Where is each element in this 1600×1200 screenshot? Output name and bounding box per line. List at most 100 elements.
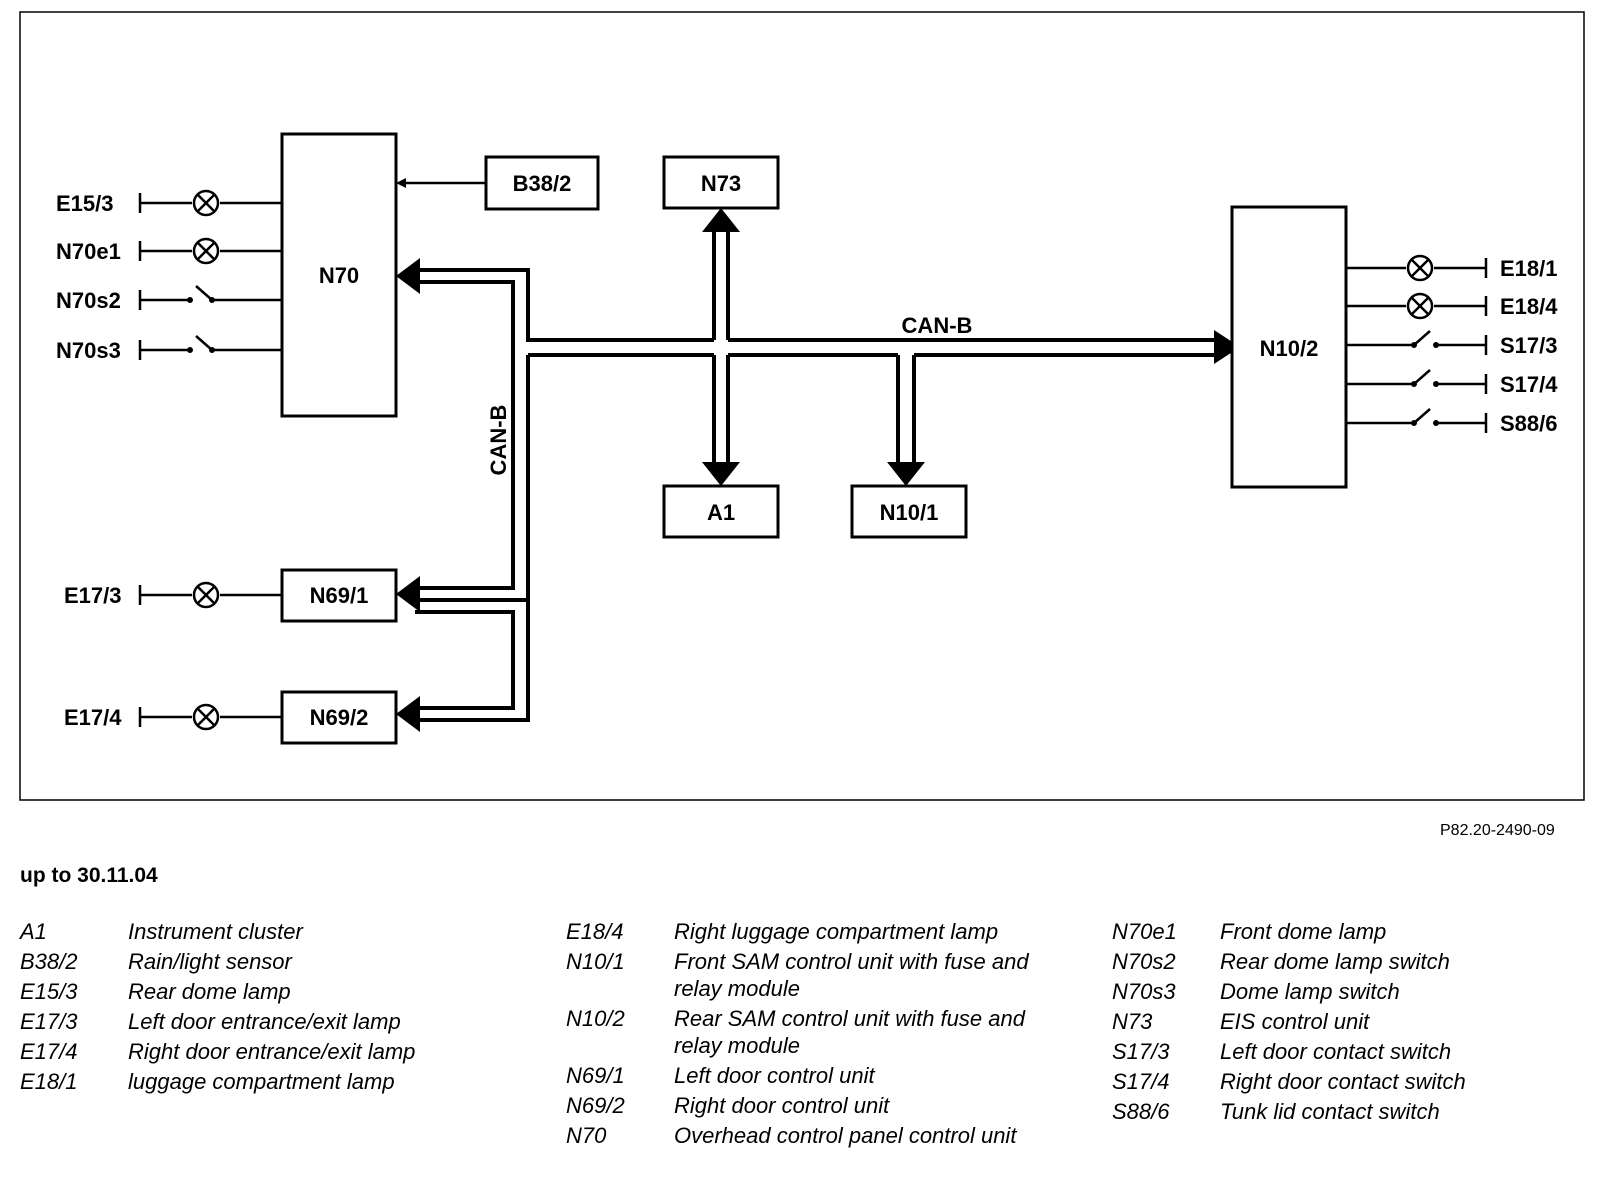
switch-icon — [187, 347, 193, 353]
can-b-bus — [415, 232, 1218, 722]
legend-desc: Right door control unit — [674, 1093, 890, 1118]
n73-box — [662, 155, 780, 210]
figure-reference: P82.20-2490-09 — [1440, 822, 1555, 839]
terminal-n70s3: N70s3 — [56, 338, 121, 363]
legend-desc: Rear SAM control unit with fuse and rela… — [674, 1006, 1025, 1058]
legend-item: S17/4 Right door contact switch — [1112, 1068, 1580, 1095]
can-b-vertical-label: CAN-B — [486, 405, 511, 476]
legend-item: N69/1 Left door control unit — [566, 1062, 1034, 1089]
a1-label: A1 — [707, 500, 735, 525]
legend-item: N10/2 Rear SAM control unit with fuse and… — [566, 1005, 1034, 1059]
lamp-icon — [1406, 292, 1434, 320]
legend-desc: Front SAM control unit with fuse and rel… — [674, 949, 1029, 1001]
n73-label: N73 — [701, 171, 741, 196]
switch-icon — [187, 297, 193, 303]
legend-code: N69/1 — [566, 1063, 625, 1088]
bus-arrows — [396, 178, 1240, 732]
can-b-horizontal-label: CAN-B — [902, 313, 973, 338]
legend-code: N70s2 — [1112, 949, 1176, 974]
terminal-e17-3: E17/3 — [64, 583, 122, 608]
n69-2-label: N69/2 — [310, 705, 369, 730]
legend-code: S17/4 — [1112, 1069, 1170, 1094]
lamp-icon — [192, 189, 220, 217]
legend-desc: Left door contact switch — [1220, 1039, 1452, 1064]
legend-code: B38/2 — [20, 949, 78, 974]
legend-desc: Right luggage compartment lamp — [674, 919, 999, 944]
b38-2-label: B38/2 — [513, 171, 572, 196]
lamp-icons-left — [192, 189, 220, 731]
n10-1-label: N10/1 — [880, 500, 939, 525]
lamp-icon — [1406, 254, 1434, 282]
legend-desc: Tunk lid contact switch — [1220, 1099, 1440, 1124]
terminal-s17-3: S17/3 — [1500, 333, 1558, 358]
n70-label: N70 — [319, 263, 359, 288]
legend-item: E17/4 Right door entrance/exit lamp — [20, 1038, 488, 1065]
legend-item: N69/2 Right door control unit — [566, 1092, 1034, 1119]
legend-code: N70e1 — [1112, 919, 1177, 944]
legend-item: N73 EIS control unit — [1112, 1008, 1580, 1035]
terminal-n70s2: N70s2 — [56, 288, 121, 313]
switch-contacts-right — [1411, 342, 1439, 426]
legend-desc: Rear dome lamp — [128, 979, 291, 1004]
diagram-frame — [19, 11, 1585, 801]
legend-desc: Left door control unit — [674, 1063, 875, 1088]
n70-box — [280, 132, 398, 418]
terminal-e15-3: E15/3 — [56, 191, 114, 216]
legend-desc: Front dome lamp — [1220, 919, 1387, 944]
lamp-icons-right — [1406, 254, 1434, 320]
n10-2-box — [1230, 205, 1348, 489]
legend-item: N70e1 Front dome lamp — [1112, 918, 1580, 945]
legend-desc: Right door entrance/exit lamp — [128, 1039, 416, 1064]
terminal-n70e1: N70e1 — [56, 239, 121, 264]
terminal-e18-4: E18/4 — [1500, 294, 1558, 319]
legend-item: E15/3 Rear dome lamp — [20, 978, 488, 1005]
legend-code: E18/1 — [20, 1069, 78, 1094]
legend-code: A1 — [20, 919, 47, 944]
legend-desc: Right door contact switch — [1220, 1069, 1466, 1094]
arrow-b38-to-n70 — [396, 178, 406, 188]
arrow-to-n73 — [702, 208, 740, 232]
legend-code: E15/3 — [20, 979, 78, 1004]
arrow-to-n69-2 — [396, 696, 420, 732]
switch-icon — [1411, 420, 1417, 426]
terminal-e17-4: E17/4 — [64, 705, 122, 730]
legend-code: E17/4 — [20, 1039, 78, 1064]
legend-code: N69/2 — [566, 1093, 625, 1118]
legend-desc: Overhead control panel control unit — [674, 1123, 1017, 1148]
b38-2-box — [484, 155, 600, 211]
terminal-s17-4: S17/4 — [1500, 372, 1558, 397]
legend-desc: luggage compartment lamp — [128, 1069, 395, 1094]
switch-icon — [1411, 342, 1417, 348]
legend-code: S88/6 — [1112, 1099, 1170, 1124]
n69-1-box — [280, 568, 398, 623]
arrow-to-a1 — [702, 462, 740, 486]
validity-date: up to 30.11.04 — [20, 864, 158, 887]
switch-icon — [1411, 381, 1417, 387]
legend-code: N10/1 — [566, 949, 625, 974]
legend-item: S88/6 Tunk lid contact switch — [1112, 1098, 1580, 1125]
legend-code: E18/4 — [566, 919, 624, 944]
terminal-e18-1: E18/1 — [1500, 256, 1558, 281]
legend-desc: EIS control unit — [1220, 1009, 1370, 1034]
lamp-icon — [192, 237, 220, 265]
arrow-to-n69-1 — [396, 576, 420, 612]
legend-code: N73 — [1112, 1009, 1153, 1034]
legend-code: N10/2 — [566, 1006, 625, 1031]
arrow-to-n10-2 — [1214, 330, 1240, 364]
n10-2-label: N10/2 — [1260, 336, 1319, 361]
a1-box — [662, 484, 780, 539]
lamp-icon — [192, 703, 220, 731]
legend-column-2: E18/4 Right luggage compartment lamp N10/… — [566, 918, 1034, 1152]
lamp-icon — [192, 581, 220, 609]
arrow-to-n70 — [396, 258, 420, 294]
legend-code: E17/3 — [20, 1009, 78, 1034]
legend-code: N70 — [566, 1123, 607, 1148]
